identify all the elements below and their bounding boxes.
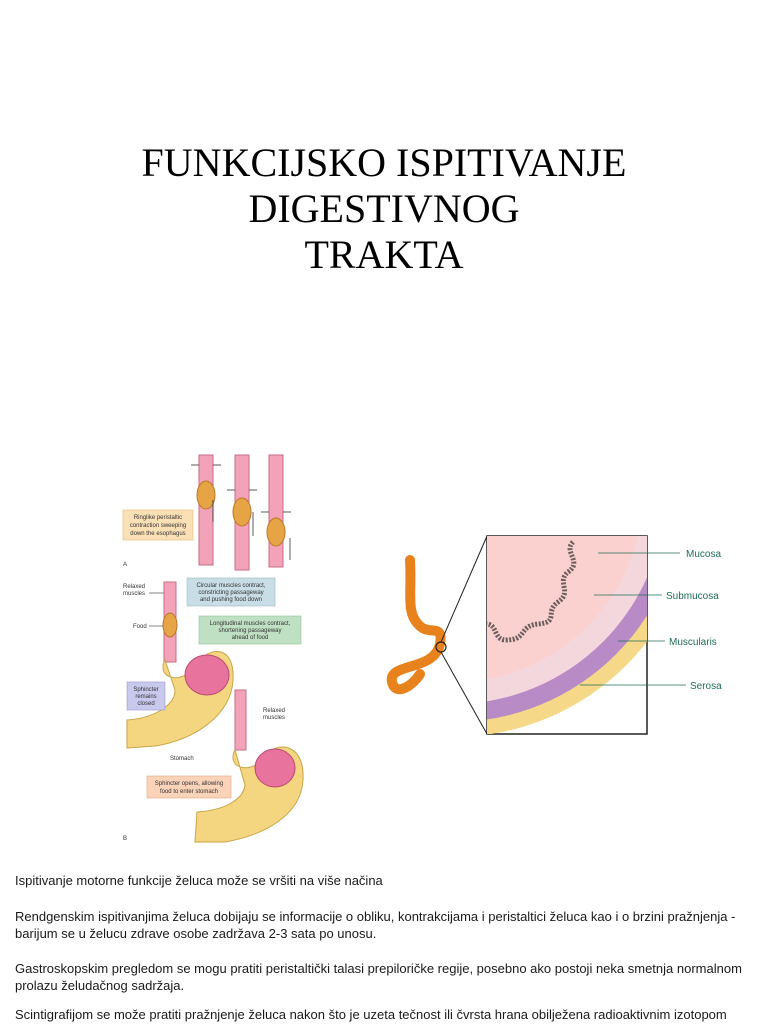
svg-text:Sphincter opens, allowing: Sphincter opens, allowing — [155, 781, 223, 787]
stomach-label: Stomach — [170, 756, 194, 762]
svg-text:Sphincter: Sphincter — [133, 687, 158, 693]
svg-text:remains: remains — [135, 694, 156, 700]
svg-text:ahead of food: ahead of food — [232, 635, 269, 641]
svg-text:muscles: muscles — [263, 715, 285, 721]
svg-text:Relaxed: Relaxed — [123, 584, 145, 590]
sphincter-closed-callout: Sphincter remains closed — [126, 681, 166, 711]
svg-text:contraction sweeping: contraction sweeping — [130, 523, 186, 529]
label-serosa: Serosa — [690, 681, 722, 692]
label-submucosa: Submucosa — [666, 591, 719, 602]
panel-label-a: A — [123, 562, 127, 568]
panel-label-b: B — [123, 836, 127, 842]
gut-wall-layers-figure: Mucosa Submucosa Muscularis Serosa — [386, 535, 722, 735]
ringlike-callout: Ringlike peristaltic contraction sweepin… — [122, 509, 194, 541]
svg-text:down the esophagus: down the esophagus — [130, 531, 185, 537]
paragraph-rendgen: Rendgenskim ispitivanjima želuca dobijaj… — [15, 909, 736, 941]
intro-paragraph: Ispitivanje motorne funkcije želuca može… — [15, 873, 383, 888]
svg-text:Food: Food — [133, 624, 147, 630]
label-muscularis: Muscularis — [669, 637, 717, 648]
layer-labels: Mucosa Submucosa Muscularis Serosa — [580, 549, 722, 692]
layer-box — [486, 535, 648, 735]
stomach-upper — [126, 651, 234, 749]
paragraph-gastroskopija: Gastroskopskim pregledom se mogu pratiti… — [15, 961, 742, 993]
panel-b-upper: Relaxed muscles Food Circular muscles co… — [123, 577, 302, 663]
svg-text:constricting passageway: constricting passageway — [198, 590, 263, 596]
svg-text:and pushing food down: and pushing food down — [200, 597, 262, 603]
svg-text:Ringlike peristaltic: Ringlike peristaltic — [134, 515, 182, 521]
panel-b-lower: Relaxed muscles Sphincter opens, allowin… — [146, 689, 304, 843]
label-mucosa: Mucosa — [686, 549, 721, 560]
title-line-3: TRAKTA — [304, 232, 464, 277]
svg-text:Circular muscles contract,: Circular muscles contract, — [196, 583, 265, 589]
title-line-1: FUNKCIJSKO ISPITIVANJE — [141, 140, 627, 185]
svg-text:food to enter stomach: food to enter stomach — [160, 789, 218, 795]
esophagus-tube-3 — [261, 454, 291, 568]
page-title: FUNKCIJSKO ISPITIVANJE DIGESTIVNOG TRAKT… — [0, 140, 768, 278]
svg-text:Relaxed: Relaxed — [263, 708, 285, 714]
title-line-2: DIGESTIVNOG — [248, 186, 520, 231]
paragraph-scintigrafija: Scintigrafijom se može pratiti pražnjenj… — [15, 1007, 727, 1022]
intestine-shape — [386, 535, 488, 735]
esophagus-tube-2 — [227, 454, 257, 571]
svg-text:shortening passageway: shortening passageway — [218, 628, 281, 634]
esophagus-tube-1 — [191, 454, 221, 566]
svg-text:muscles: muscles — [123, 591, 145, 597]
peristalsis-figure: Ringlike peristaltic contraction sweepin… — [122, 454, 304, 843]
svg-text:Longitudinal muscles contract,: Longitudinal muscles contract, — [210, 621, 291, 627]
svg-text:closed: closed — [137, 701, 154, 707]
